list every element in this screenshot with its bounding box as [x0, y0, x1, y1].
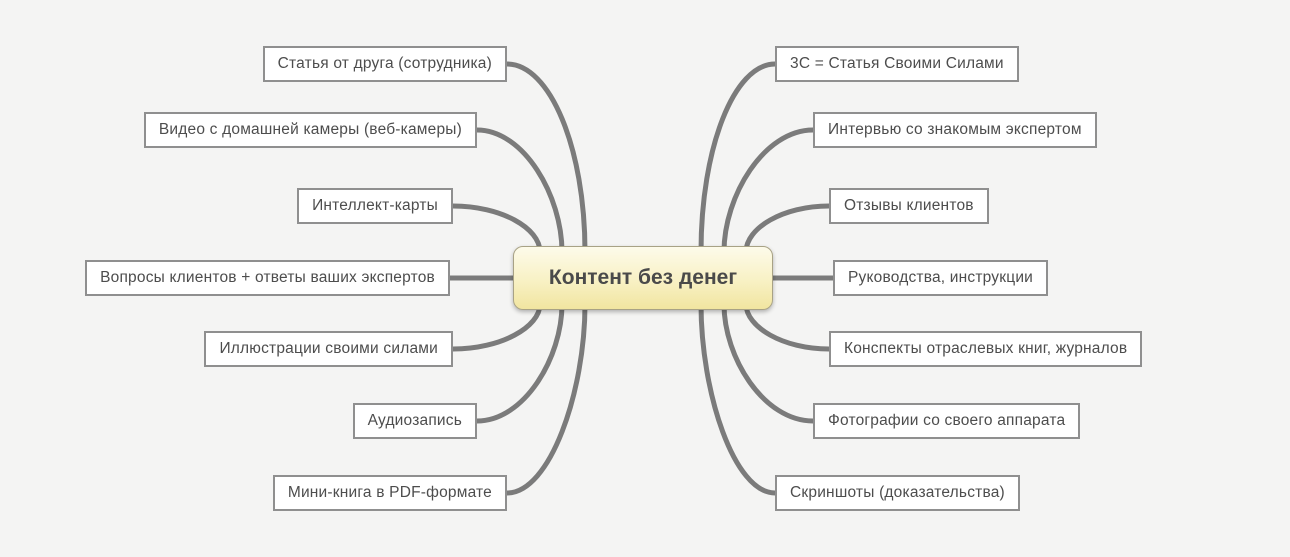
connector-left-2: [474, 127, 565, 255]
connector-left-1: [504, 61, 588, 255]
branch-node-right-4[interactable]: Руководства, инструкции: [833, 260, 1049, 296]
branch-node-left-3[interactable]: Интеллект-карты: [297, 188, 453, 224]
branch-node-right-1[interactable]: 3С = Статья Своими Силами: [775, 46, 1019, 82]
branch-node-right-5[interactable]: Конспекты отраслевых книг, журналов: [829, 331, 1143, 367]
connector-right-1: [698, 61, 778, 255]
connector-right-7: [698, 301, 778, 496]
branch-node-right-7[interactable]: Скриншоты (доказательства): [775, 475, 1020, 511]
connector-left-5: [450, 301, 543, 352]
branch-node-left-6[interactable]: Аудиозапись: [352, 403, 477, 439]
connector-right-5: [743, 301, 832, 352]
connector-left-3: [450, 203, 543, 255]
connector-left-7: [504, 301, 588, 496]
connector-right-6: [721, 301, 816, 424]
branch-node-right-6[interactable]: Фотографии со своего аппарата: [813, 403, 1081, 439]
branch-node-left-2[interactable]: Видео с домашней камеры (веб-камеры): [143, 112, 477, 148]
branch-node-right-3[interactable]: Отзывы клиентов: [829, 188, 989, 224]
branch-node-left-1[interactable]: Статья от друга (сотрудника): [262, 46, 507, 82]
branch-node-left-5[interactable]: Иллюстрации своими силами: [204, 331, 453, 367]
connector-right-3: [743, 203, 832, 255]
branch-node-right-2[interactable]: Интервью со знакомым экспертом: [813, 112, 1097, 148]
branch-node-left-7[interactable]: Мини-книга в PDF-формате: [272, 475, 507, 511]
connector-left-6: [474, 301, 565, 424]
central-topic[interactable]: Контент без денег: [513, 246, 773, 310]
branch-node-left-4[interactable]: Вопросы клиентов + ответы ваших эксперто…: [85, 260, 450, 296]
connector-right-2: [721, 127, 816, 255]
